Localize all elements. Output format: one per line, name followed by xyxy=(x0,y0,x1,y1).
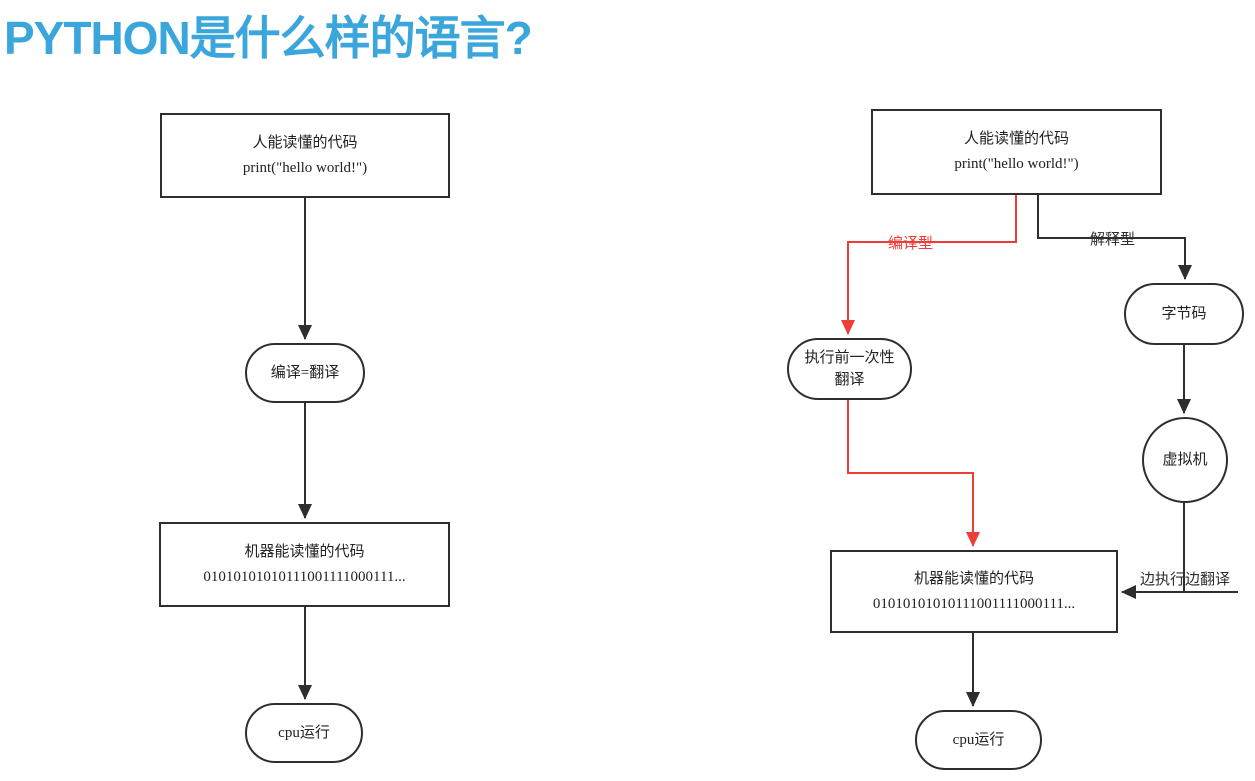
node-bytecode: 字节码 xyxy=(1124,283,1244,345)
node-label: 虚拟机 xyxy=(1162,451,1208,468)
edge-right-source-to-pretranslate-red xyxy=(841,195,1017,335)
node-line1: 人能读懂的代码 xyxy=(252,134,358,151)
edge-right-vm-to-machine xyxy=(1122,503,1238,592)
node-human-readable-code-left: 人能读懂的代码 print("hello world!") xyxy=(160,113,450,198)
node-compile-equals-translate: 编译=翻译 xyxy=(245,343,365,403)
page-title: PYTHON是什么样的语言? xyxy=(4,12,533,64)
node-line2: 01010101010111001111000111... xyxy=(872,595,1076,612)
node-label: cpu运行 xyxy=(952,731,1005,748)
node-line1: 机器能读懂的代码 xyxy=(913,570,1034,587)
edge-label-compiled-type: 编译型 xyxy=(888,236,934,252)
node-label: cpu运行 xyxy=(278,724,330,741)
node-machine-readable-code-right: 机器能读懂的代码 01010101010111001111000111... xyxy=(830,550,1118,633)
node-line2: print("hello world!") xyxy=(242,159,368,176)
edge-label-interpreted-type: 解释型 xyxy=(1090,232,1136,248)
node-pretranslate: 执行前一次性 翻译 xyxy=(787,338,912,400)
node-line2: print("hello world!") xyxy=(954,156,1079,172)
node-cpu-run-left: cpu运行 xyxy=(245,703,363,763)
node-label: 编译=翻译 xyxy=(270,364,340,381)
node-machine-readable-code-left: 机器能读懂的代码 01010101010111001111000111... xyxy=(159,522,450,607)
node-line2: 翻译 xyxy=(834,372,865,388)
edge-right-source-to-bytecode xyxy=(1037,195,1192,280)
node-line2: 01010101010111001111000111... xyxy=(203,568,406,585)
node-line1: 人能读懂的代码 xyxy=(963,131,1069,148)
node-virtual-machine: 虚拟机 xyxy=(1142,417,1228,503)
node-line1: 执行前一次性 xyxy=(804,349,895,366)
node-human-readable-code-right: 人能读懂的代码 print("hello world!") xyxy=(871,109,1162,195)
edge-label-translate-while-executing: 边执行边翻译 xyxy=(1140,572,1231,588)
node-cpu-run-right: cpu运行 xyxy=(915,710,1042,770)
node-line1: 机器能读懂的代码 xyxy=(244,543,365,560)
edge-right-pretranslate-to-machine-red xyxy=(847,400,980,547)
node-label: 字节码 xyxy=(1161,305,1207,322)
